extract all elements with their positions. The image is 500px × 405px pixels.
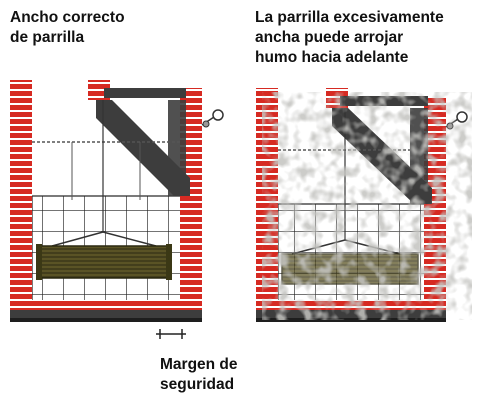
top-beam bbox=[104, 88, 186, 98]
too-wide-fireplace bbox=[256, 88, 472, 322]
left-brick-column bbox=[10, 80, 32, 310]
correct-grill bbox=[39, 245, 169, 279]
safety-margin-label: Margen de seguridad bbox=[160, 356, 238, 393]
smoke-cloud bbox=[262, 92, 472, 320]
safety-margin-marker bbox=[156, 329, 186, 339]
too-wide-title: La parrilla excesivamente ancha puede ar… bbox=[255, 9, 444, 66]
hearth-base bbox=[10, 310, 202, 320]
hood-brace bbox=[96, 100, 190, 196]
correct-fireplace bbox=[10, 80, 224, 339]
crank-handle-icon bbox=[201, 109, 224, 128]
correct-width-title: Ancho correcto de parrilla bbox=[10, 9, 125, 46]
